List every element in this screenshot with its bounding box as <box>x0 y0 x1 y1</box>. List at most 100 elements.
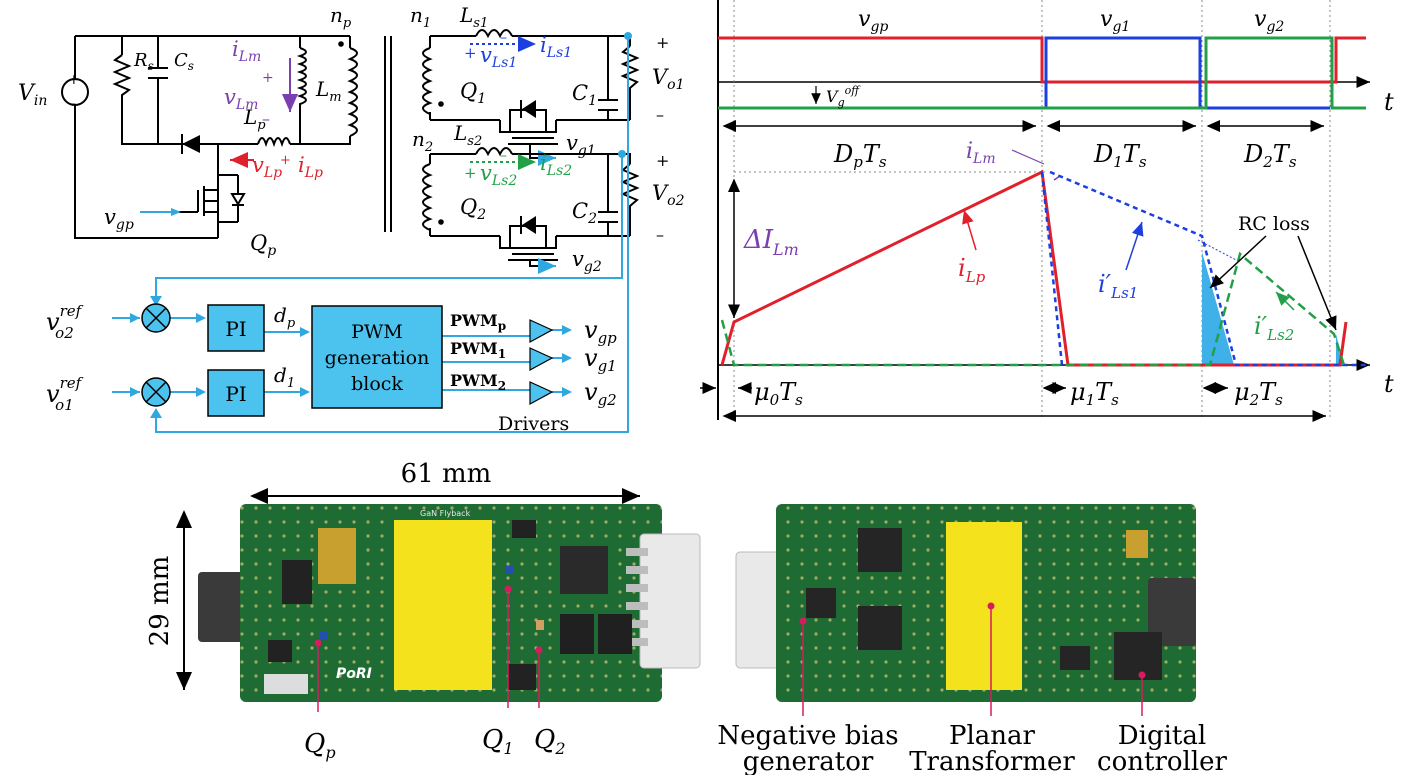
vgp-gate-label: vgp <box>104 205 134 233</box>
pi-2-label: PI <box>225 382 246 406</box>
vo1-minus: – <box>656 105 664 124</box>
rs-resistor-symbol <box>112 54 132 100</box>
wf-vgp-label: vgp <box>858 7 888 35</box>
vls1-minus: – <box>500 30 507 46</box>
planar-label-1: Planar <box>949 721 1036 751</box>
pwm-generation-block <box>311 305 443 409</box>
rs-label: Rs <box>133 50 154 73</box>
vls1-label: vLs1 <box>480 43 517 71</box>
np-label: np <box>330 3 352 31</box>
ls2-inductor-symbol <box>475 147 513 157</box>
n2-winding-symbol <box>422 163 433 232</box>
negative-bias-label-1: Negative bias <box>717 721 898 751</box>
ilp-label: iLp <box>298 153 323 181</box>
delta-ilm-label: ΔILm <box>743 225 799 259</box>
driver-p-symbol <box>529 319 554 344</box>
back-ic-top <box>858 528 902 572</box>
c1-capacitor-symbol <box>598 99 618 111</box>
ils1-label: iLs1 <box>540 33 572 61</box>
vls2-minus: – <box>500 148 507 164</box>
q1-label: Q1 <box>460 79 486 107</box>
n2-label: n2 <box>412 127 433 155</box>
lm-inductor-symbol <box>296 47 307 110</box>
cs-capacitor-symbol <box>148 67 168 79</box>
ls1-inductor-symbol <box>475 29 513 39</box>
vls2-label: vLs2 <box>480 161 517 189</box>
vlp-minus: – <box>236 152 243 168</box>
rc-loss-region-1 <box>1202 252 1234 365</box>
planar-transformer-core <box>946 522 1022 690</box>
clamp-diode-symbol <box>182 135 200 153</box>
vg2-waveform <box>718 36 1366 110</box>
back-ic-bottom <box>858 606 902 650</box>
pi-block-2 <box>207 369 265 417</box>
negative-bias-label-2: generator <box>743 747 874 775</box>
d1ts-label: D1Ts <box>1093 140 1147 171</box>
mu2-label: μ2Ts <box>1234 378 1283 409</box>
c2-capacitor-symbol <box>598 211 618 223</box>
pwm-block-line-1: PWM <box>351 321 403 343</box>
pcb-height-label: 29 mm <box>145 556 175 647</box>
vo1-label: Vo1 <box>652 65 685 93</box>
c2-label: C2 <box>572 199 597 227</box>
front-inductor <box>282 560 312 604</box>
pwm2-label: PWM2 <box>450 371 506 393</box>
front-ic-2 <box>598 614 632 654</box>
driver-1-symbol <box>529 347 554 372</box>
vlm-minus: – <box>262 109 270 128</box>
circuit-schematic <box>61 35 392 239</box>
lm-label: Lm <box>315 77 342 105</box>
control-blocks <box>141 303 554 417</box>
back-connector-jack <box>1148 578 1196 646</box>
pcb-photos <box>176 488 1196 716</box>
vls2-plus: + <box>464 164 477 182</box>
digital-controller-label-2: controller <box>1097 747 1228 775</box>
vlp-plus: + <box>280 153 291 168</box>
ils2-label: iLs2 <box>540 151 572 179</box>
right-connector-header <box>639 533 701 669</box>
pi-block-1 <box>207 304 265 352</box>
ilm-label: iLm <box>232 37 261 65</box>
vg2-out-label: vg2 <box>584 378 617 409</box>
pwm1-label: PWM1 <box>450 339 506 361</box>
pcb-silk-logo: PoRI <box>336 666 372 682</box>
ls2-label: Ls2 <box>453 121 482 149</box>
dp-label: dp <box>274 303 296 331</box>
vin-minus: – <box>69 96 76 112</box>
pi-1-label: PI <box>225 317 246 341</box>
mu0-label: μ0Ts <box>754 378 803 409</box>
wf-t-label-top: t <box>1384 88 1394 116</box>
ils1-waveform <box>1040 170 1370 367</box>
vin-source-symbol <box>61 78 89 106</box>
driver-2-symbol <box>529 381 554 406</box>
vo1-plus: + <box>656 33 669 52</box>
qp-mosfet-symbol <box>197 186 218 216</box>
dpts-label: DpTs <box>833 140 887 171</box>
vg1-waveform <box>718 36 1330 110</box>
wf-t-label-bottom: t <box>1384 370 1394 398</box>
vo1-resistor-symbol <box>620 45 640 120</box>
secondary-2-circuit <box>422 147 640 267</box>
front-power-inductor <box>560 546 608 594</box>
wf-ils1-label: i′Ls1 <box>1098 270 1138 302</box>
vg1-gate-label: vg1 <box>566 131 596 159</box>
vin-plus: + <box>68 72 80 88</box>
pcb-width-label: 61 mm <box>401 459 492 489</box>
rc-loss-label: RC loss <box>1238 213 1310 235</box>
vlm-label: vLm <box>224 85 258 113</box>
vgp-waveform <box>718 36 1366 84</box>
vo2-minus: – <box>656 225 664 244</box>
n1-label: n1 <box>410 3 431 31</box>
ls1-label: Ls1 <box>459 3 488 31</box>
vlm-plus: + <box>262 70 274 86</box>
c1-label: C1 <box>572 81 597 109</box>
vg2-gate-label: vg2 <box>572 247 602 275</box>
drivers-label: Drivers <box>498 413 569 435</box>
front-transformer-core <box>394 520 492 690</box>
vg1-out-label: vg1 <box>584 344 617 375</box>
digital-controller-label-1: Digital <box>1118 721 1206 751</box>
ilp-waveform <box>720 169 1348 367</box>
